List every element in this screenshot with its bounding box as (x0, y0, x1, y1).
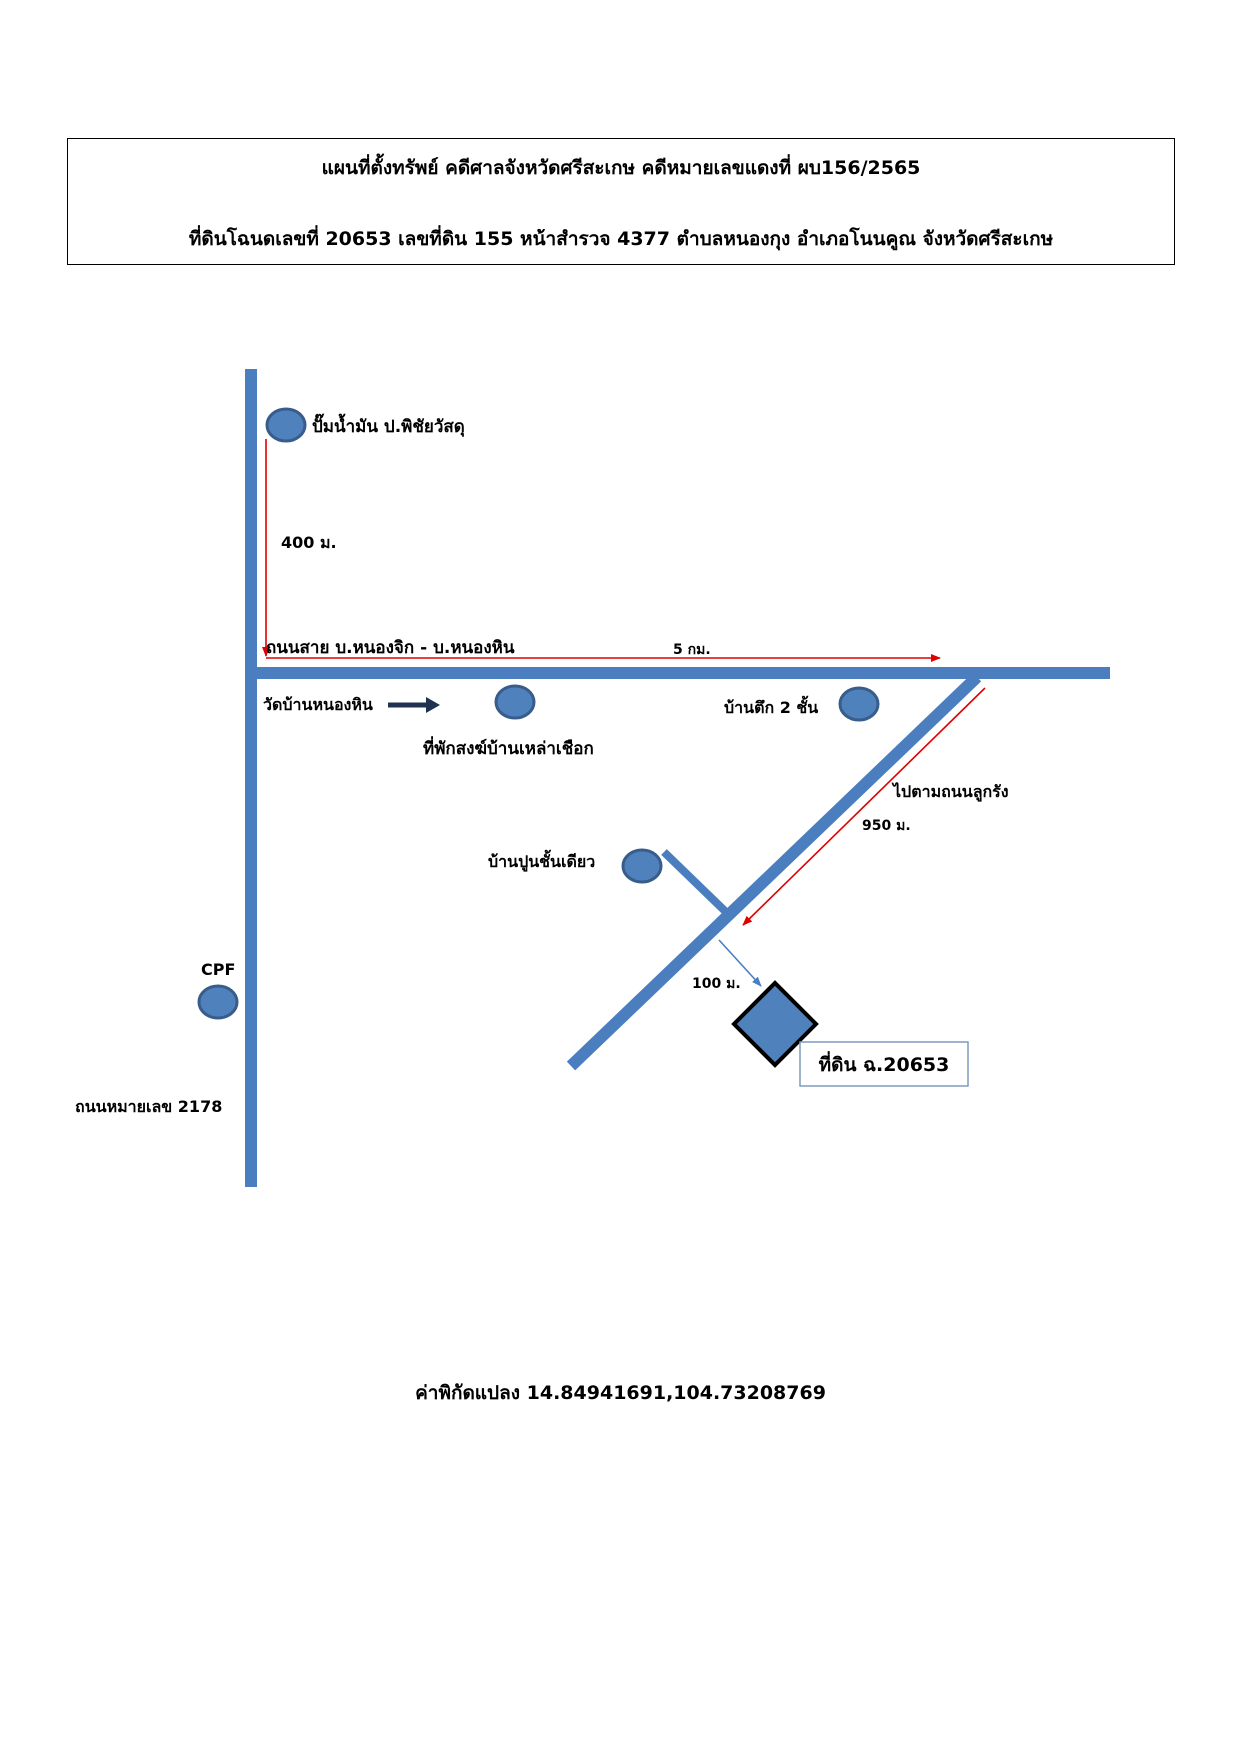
plot-label: ที่ดิน ฉ.20653 (819, 1051, 950, 1076)
lukrang-road (566, 672, 982, 1071)
gas-station-label: ปั๊มน้ำมัน ป.พิชัยวัสดุ (312, 413, 465, 437)
distance-100m-label: 100 ม. (692, 976, 741, 992)
cpf-label: CPF (201, 960, 235, 979)
title-plot-details: ที่ดินโฉนดเลขที่ 20653 เลขที่ดิน 155 หน้… (188, 228, 1054, 250)
plot-label-box (799, 1041, 969, 1087)
distance-5km-label: 5 กม. (673, 642, 711, 658)
single-storey-house-marker-icon (621, 848, 663, 884)
distance-arrow-100m (718, 939, 762, 987)
single-storey-house-label: บ้านปูนชั้นเดียว (488, 849, 595, 873)
side-lane (661, 849, 730, 916)
right-arrow-icon (388, 697, 440, 713)
two-storey-house-marker-icon (838, 686, 880, 722)
gas-station-marker-icon (265, 407, 307, 443)
monk-residence-marker-icon (494, 684, 536, 720)
plot-coordinates: ค่าพิกัดแปลง 14.84941691,104.73208769 (415, 1382, 826, 1404)
diamond-plot-icon (731, 980, 819, 1068)
lukrang-road-label: ไปตามถนนลูกรัง (891, 782, 1009, 803)
cpf-marker-icon (197, 984, 239, 1020)
distance-arrow-950m (742, 687, 986, 926)
monk-residence-label: ที่พักสงฆ์บ้านเหล่าเชือก (423, 736, 594, 759)
distance-400m-label: 400 ม. (281, 533, 337, 552)
temple-label: วัดบ้านหนองหิน (263, 695, 373, 714)
two-storey-house-label: บ้านตึก 2 ชั้น (724, 695, 818, 717)
distance-950m-label: 950 ม. (862, 818, 911, 834)
main-road-label: ถนนสาย บ.หนองจิก - บ.หนองหิน (266, 638, 515, 658)
title-case: แผนที่ตั้งทรัพย์ คดีศาลจังหวัดศรีสะเกษ ค… (321, 157, 921, 179)
title-box: แผนที่ตั้งทรัพย์ คดีศาลจังหวัดศรีสะเกษ ค… (67, 138, 1175, 265)
highway-2178-label: ถนนหมายเลข 2178 (75, 1097, 222, 1116)
